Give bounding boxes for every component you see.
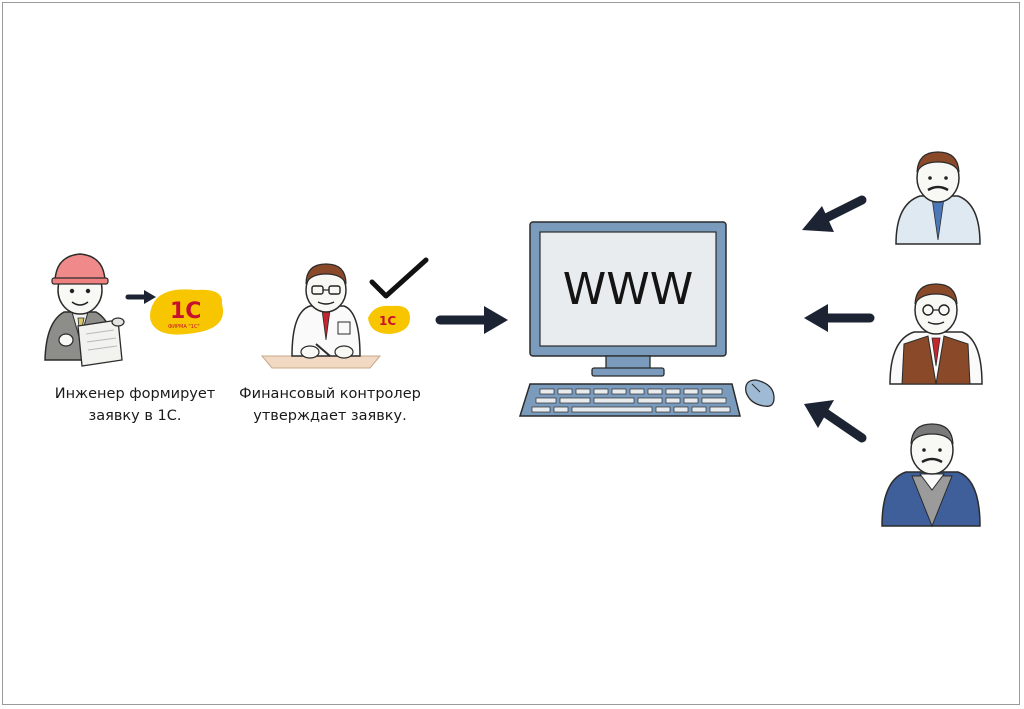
caption-controller-line2: утверждает заявку.: [253, 408, 407, 424]
1c-logo: 1С ФИРМА "1С": [150, 289, 224, 335]
caption-engineer-line2: заявку в 1С.: [88, 408, 182, 424]
arrow-user-1: [802, 195, 867, 232]
arrow-user-2: [804, 304, 875, 332]
engineer-icon: [44, 253, 125, 367]
arrow-engineer-to-1c: [125, 290, 156, 304]
user-icon: [881, 423, 981, 528]
svg-text:1С: 1С: [379, 314, 396, 328]
caption-engineer: Инженер формирует заявку в 1С.: [30, 383, 240, 427]
user-icon: [889, 283, 983, 385]
arrow-controller-to-computer: [435, 306, 508, 334]
monitor-screen-text: WWW: [563, 264, 694, 315]
user-icon: [895, 151, 981, 245]
controller-icon: [260, 263, 382, 369]
caption-controller: Финансовый контролер утверждает заявку.: [225, 383, 435, 427]
1c-logo-small: 1С: [368, 305, 410, 334]
checkmark-icon: [369, 257, 429, 299]
caption-engineer-line1: Инженер формирует: [54, 386, 216, 402]
mouse-icon: [745, 379, 775, 407]
1c-logo-subtext: ФИРМА "1С": [168, 324, 200, 330]
arrow-user-3: [804, 400, 867, 443]
computer-icon: WWW: [518, 221, 741, 417]
1c-logo-text: 1С: [170, 299, 201, 324]
caption-controller-line1: Финансовый контролер: [239, 386, 421, 402]
